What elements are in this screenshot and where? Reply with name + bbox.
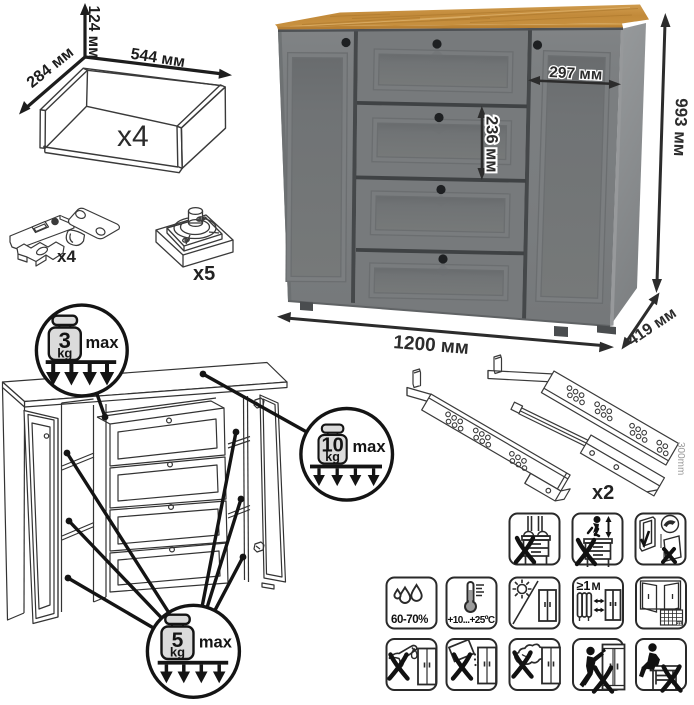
svg-text:kg: kg: [325, 450, 340, 464]
svg-text:x5: x5: [193, 263, 215, 285]
svg-text:60-70%: 60-70%: [391, 614, 428, 626]
svg-text:297 мм: 297 мм: [549, 64, 603, 84]
svg-text:236 мм: 236 мм: [483, 116, 501, 173]
svg-text:x4: x4: [57, 247, 76, 266]
svg-text:5: 5: [172, 629, 184, 652]
svg-text:21: 21: [677, 621, 682, 626]
svg-text:x2: x2: [592, 482, 614, 504]
svg-text:max: max: [86, 334, 120, 352]
svg-text:x4: x4: [117, 120, 149, 153]
svg-text:+10...+25ºC: +10...+25ºC: [447, 615, 494, 626]
svg-text:993 мм: 993 мм: [670, 98, 691, 157]
svg-text:M: M: [592, 581, 601, 593]
svg-text:max: max: [353, 438, 387, 456]
svg-text:kg: kg: [57, 346, 72, 361]
svg-text:3: 3: [59, 328, 71, 353]
svg-text:10: 10: [321, 435, 343, 457]
svg-text:max: max: [199, 633, 233, 651]
svg-text:124 мм: 124 мм: [85, 6, 102, 59]
svg-text:≥1: ≥1: [577, 579, 591, 593]
svg-text:kg: kg: [170, 645, 185, 660]
svg-text:300mm: 300mm: [675, 442, 686, 475]
